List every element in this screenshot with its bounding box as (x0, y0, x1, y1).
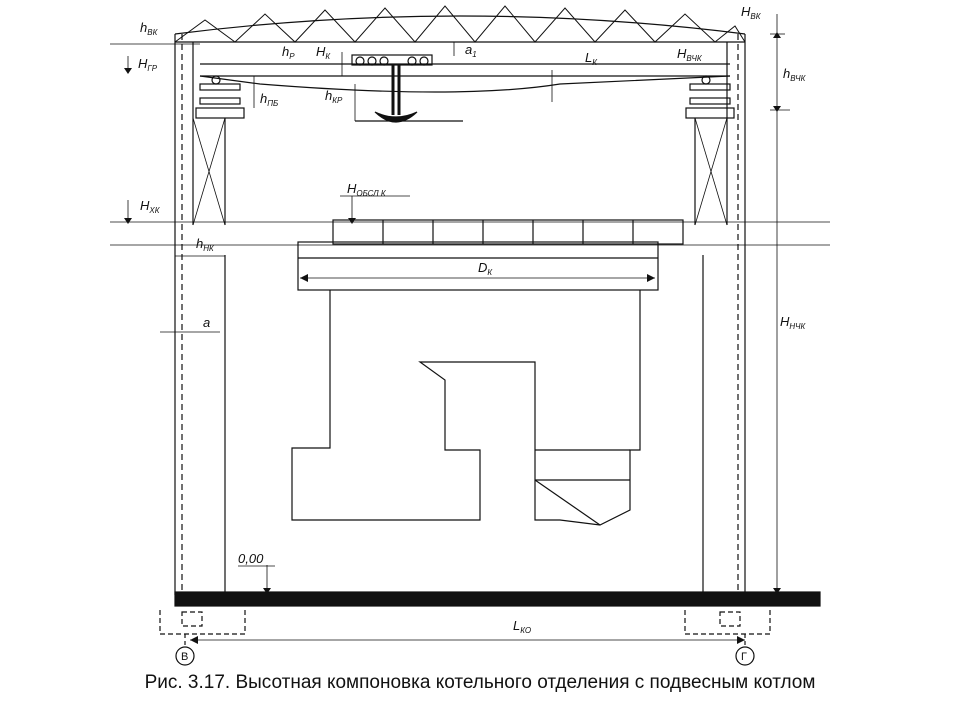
label-H-gr: НГР (138, 56, 158, 73)
label-L-ko: LКО (513, 618, 531, 635)
label-h-r: hР (282, 44, 295, 61)
axis-v-marker (175, 646, 195, 666)
axis-g-marker (735, 646, 755, 666)
label-zero-level: 0,00 (238, 551, 264, 566)
axis-v-label: В (181, 651, 188, 663)
label-L-k: LК (585, 50, 598, 67)
label-a: a (203, 315, 210, 330)
crane-rail-right (685, 75, 735, 119)
foundation-left (159, 610, 246, 635)
axis-g-label: Г (741, 651, 747, 663)
label-H-nchk: ННЧК (780, 314, 807, 331)
label-h-vchk: hВЧК (783, 66, 807, 83)
boiler-top-beams (297, 219, 684, 291)
label-h-vk: hВК (140, 20, 159, 37)
label-h-kr: hКР (325, 88, 343, 105)
label-h-nk: hНК (196, 236, 215, 253)
left-column (174, 34, 226, 595)
floor-slab (174, 591, 821, 607)
dimension-labels: hВК НВК НГР hР НК a1 LК НВЧК hВЧК hПБ hК… (138, 4, 807, 663)
figure-caption: Рис. 3.17. Высотная компоновка котельног… (144, 672, 816, 693)
foundation-right (684, 610, 771, 635)
label-D-k: DК (478, 260, 493, 277)
label-a1: a1 (465, 42, 477, 59)
boiler-body (291, 290, 641, 526)
boiler-house-section-drawing: hВК НВК НГР hР НК a1 LК НВЧК hВЧК hПБ hК… (110, 4, 830, 666)
label-H-k: НК (316, 44, 331, 61)
label-h-pb: hПБ (260, 91, 278, 108)
label-H-vchk: НВЧК (677, 46, 703, 63)
crane-rail-left (195, 75, 245, 119)
roof-truss (174, 5, 746, 43)
crane-bridge (199, 54, 731, 123)
label-H-obsl: НОБСЛ К (347, 181, 387, 198)
label-H-khk: НХК (140, 198, 161, 215)
label-H-vk-top: НВК (741, 4, 762, 21)
right-column (694, 34, 746, 595)
